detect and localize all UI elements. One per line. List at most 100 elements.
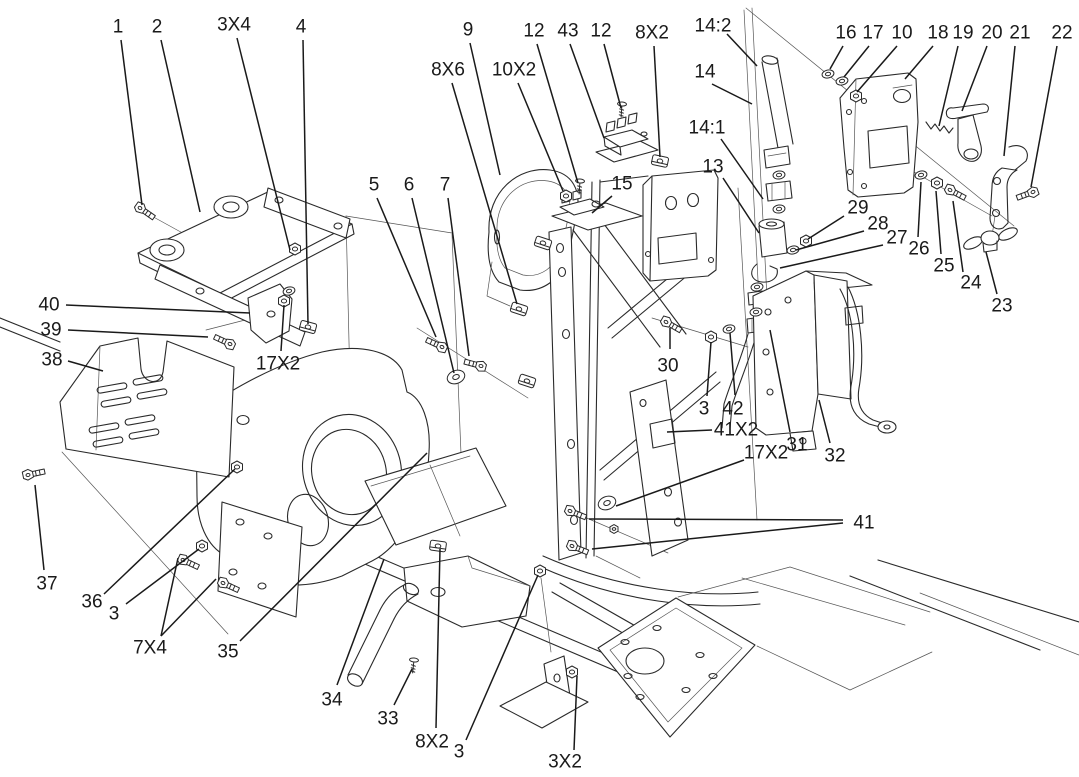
clamp-27 <box>751 263 778 283</box>
leader-line-14 <box>711 83 753 105</box>
leader-line-21 <box>1003 45 1016 157</box>
leader-line-17 <box>843 45 870 78</box>
clip-icon <box>533 235 553 251</box>
leader-line-28 <box>795 230 865 251</box>
leader-line-10X2 <box>517 82 564 192</box>
bolt-icon <box>216 576 240 593</box>
leader-line-37 <box>34 484 45 571</box>
seat-plate <box>597 566 933 738</box>
bolt-icon <box>176 553 200 570</box>
right-strap <box>629 379 689 557</box>
leader-line-34 <box>336 558 385 686</box>
callout-2: 2 <box>152 17 163 38</box>
left-strap <box>548 226 582 561</box>
nut-icon <box>566 665 578 679</box>
callout-7X4: 7X4 <box>133 638 167 659</box>
nut-icon <box>931 176 943 190</box>
callout-8X2: 8X2 <box>415 732 449 753</box>
bolt-icon <box>659 315 683 334</box>
leader-line-14:2 <box>726 33 758 67</box>
callout-19: 19 <box>952 23 973 44</box>
leader-line-33 <box>393 668 413 706</box>
leader-line-42 <box>729 332 736 396</box>
bolt-icon <box>943 183 967 201</box>
callout-33: 33 <box>377 709 398 730</box>
leader-line-4 <box>302 39 309 325</box>
callout-13: 13 <box>702 157 723 178</box>
callout-3X2: 3X2 <box>548 752 582 773</box>
leader-line-29 <box>807 215 845 240</box>
bottom-bracket <box>499 655 589 729</box>
callout-17X2: 17X2 <box>744 443 788 464</box>
leader-line-41 <box>591 522 844 550</box>
callout-26: 26 <box>908 239 929 260</box>
leader-line-12 <box>603 43 622 109</box>
leader-line-7X4 <box>160 578 217 637</box>
clip-icon <box>517 373 537 389</box>
callout-36: 36 <box>81 592 102 613</box>
callout-24: 24 <box>960 273 982 294</box>
clip-icon <box>509 301 529 317</box>
callout-23: 23 <box>991 296 1012 317</box>
wing-nut-23 <box>963 227 1018 253</box>
leader-line-3X4 <box>236 37 291 251</box>
nut-icon <box>534 564 546 578</box>
callout-3X4: 3X4 <box>217 15 251 36</box>
callout-7: 7 <box>440 175 451 196</box>
leader-line-9 <box>469 42 501 176</box>
nut-icon <box>800 234 812 248</box>
callout-25: 25 <box>933 256 954 277</box>
callout-18: 18 <box>927 23 948 44</box>
washer-icon <box>282 286 296 296</box>
washer-icon <box>835 76 849 86</box>
washer-icon <box>722 324 736 334</box>
washer-icon <box>914 170 928 180</box>
bolt-icon <box>563 504 588 521</box>
support-tube <box>346 555 531 687</box>
nut-icon <box>289 242 301 256</box>
leader-line-8X2 <box>435 548 441 729</box>
heat-shield <box>59 337 235 478</box>
washer-icon <box>772 170 786 180</box>
clip-icon <box>651 154 669 168</box>
leader-line-19 <box>938 45 959 127</box>
callout-16: 16 <box>835 23 856 44</box>
callout-22: 22 <box>1051 23 1072 44</box>
cover-plate <box>364 447 507 546</box>
callout-32: 32 <box>824 446 845 467</box>
callout-9: 9 <box>463 20 474 41</box>
leader-line-3 <box>465 574 539 741</box>
leader-line-8X2 <box>653 45 661 158</box>
nut-icon <box>560 189 572 203</box>
callout-30: 30 <box>657 356 678 377</box>
washer-lg-icon <box>597 495 617 511</box>
leader-line-16 <box>829 45 844 70</box>
callout-20: 20 <box>981 23 1002 44</box>
leader-line-15 <box>591 195 613 214</box>
leader-line-27 <box>779 244 884 269</box>
leader-line-20 <box>961 45 988 112</box>
leader-line-13 <box>722 177 760 234</box>
callout-34: 34 <box>321 690 343 711</box>
leader-line-3 <box>125 548 200 605</box>
callout-43: 43 <box>557 21 578 42</box>
callout-3: 3 <box>109 604 120 625</box>
callout-6: 6 <box>404 175 415 196</box>
leader-line-41X2 <box>666 429 713 433</box>
leader-line-41 <box>588 518 844 521</box>
clip-icon <box>298 320 318 334</box>
callout-41: 41 <box>853 513 874 534</box>
leader-line-35 <box>239 452 428 642</box>
callout-35: 35 <box>217 642 238 663</box>
callout-31: 31 <box>786 435 807 456</box>
washer-icon <box>772 204 786 214</box>
callout-14:2: 14:2 <box>695 16 732 37</box>
spring-19 <box>925 121 954 134</box>
leader-line-3X2 <box>573 675 578 751</box>
bolt-icon <box>21 468 46 481</box>
screw-icon <box>617 101 627 118</box>
callout-14: 14 <box>694 62 716 83</box>
callout-8X6: 8X6 <box>431 60 465 81</box>
